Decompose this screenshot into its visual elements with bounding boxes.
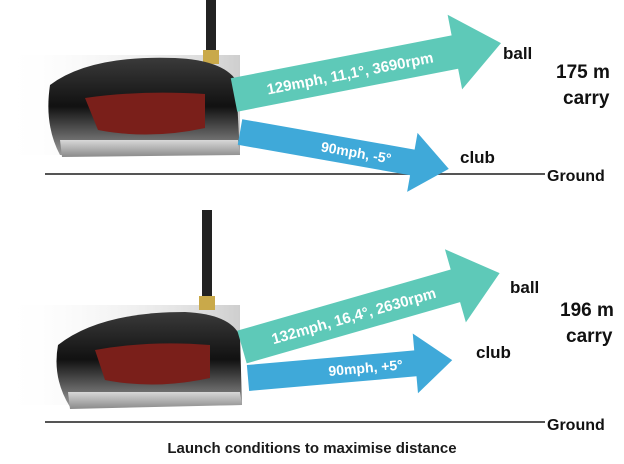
club-arrow-label: 90mph, +5° — [328, 357, 404, 379]
panel-bottom: 132mph, 16,4°, 2630rpm 90mph, +5° ball c… — [0, 210, 605, 434]
ball-tag: ball — [510, 278, 539, 297]
carry-label: carry — [563, 88, 610, 109]
ground-tag: Ground — [547, 417, 605, 434]
club-hosel — [199, 296, 215, 310]
carry-distance: 175 m — [556, 62, 610, 83]
carry-distance: 196 m — [560, 300, 614, 321]
club-tag: club — [476, 343, 511, 362]
club-arrow: 90mph, -5° — [237, 119, 449, 192]
caption: Launch conditions to maximise distance — [167, 440, 457, 457]
club-hosel — [203, 50, 219, 64]
ground-tag: Ground — [547, 168, 605, 185]
club-shaft — [206, 0, 216, 62]
club-tag: club — [460, 148, 495, 167]
ball-tag: ball — [503, 44, 532, 63]
driver-head — [48, 57, 241, 157]
panel-top: 129mph, 11,1°, 3690rpm 90mph, -5° ball c… — [0, 0, 605, 192]
carry-label: carry — [566, 326, 613, 347]
ball-arrow: 129mph, 11,1°, 3690rpm — [230, 14, 502, 112]
driver-head — [56, 312, 242, 409]
club-shaft — [202, 210, 212, 310]
club-arrow: 90mph, +5° — [246, 333, 453, 394]
